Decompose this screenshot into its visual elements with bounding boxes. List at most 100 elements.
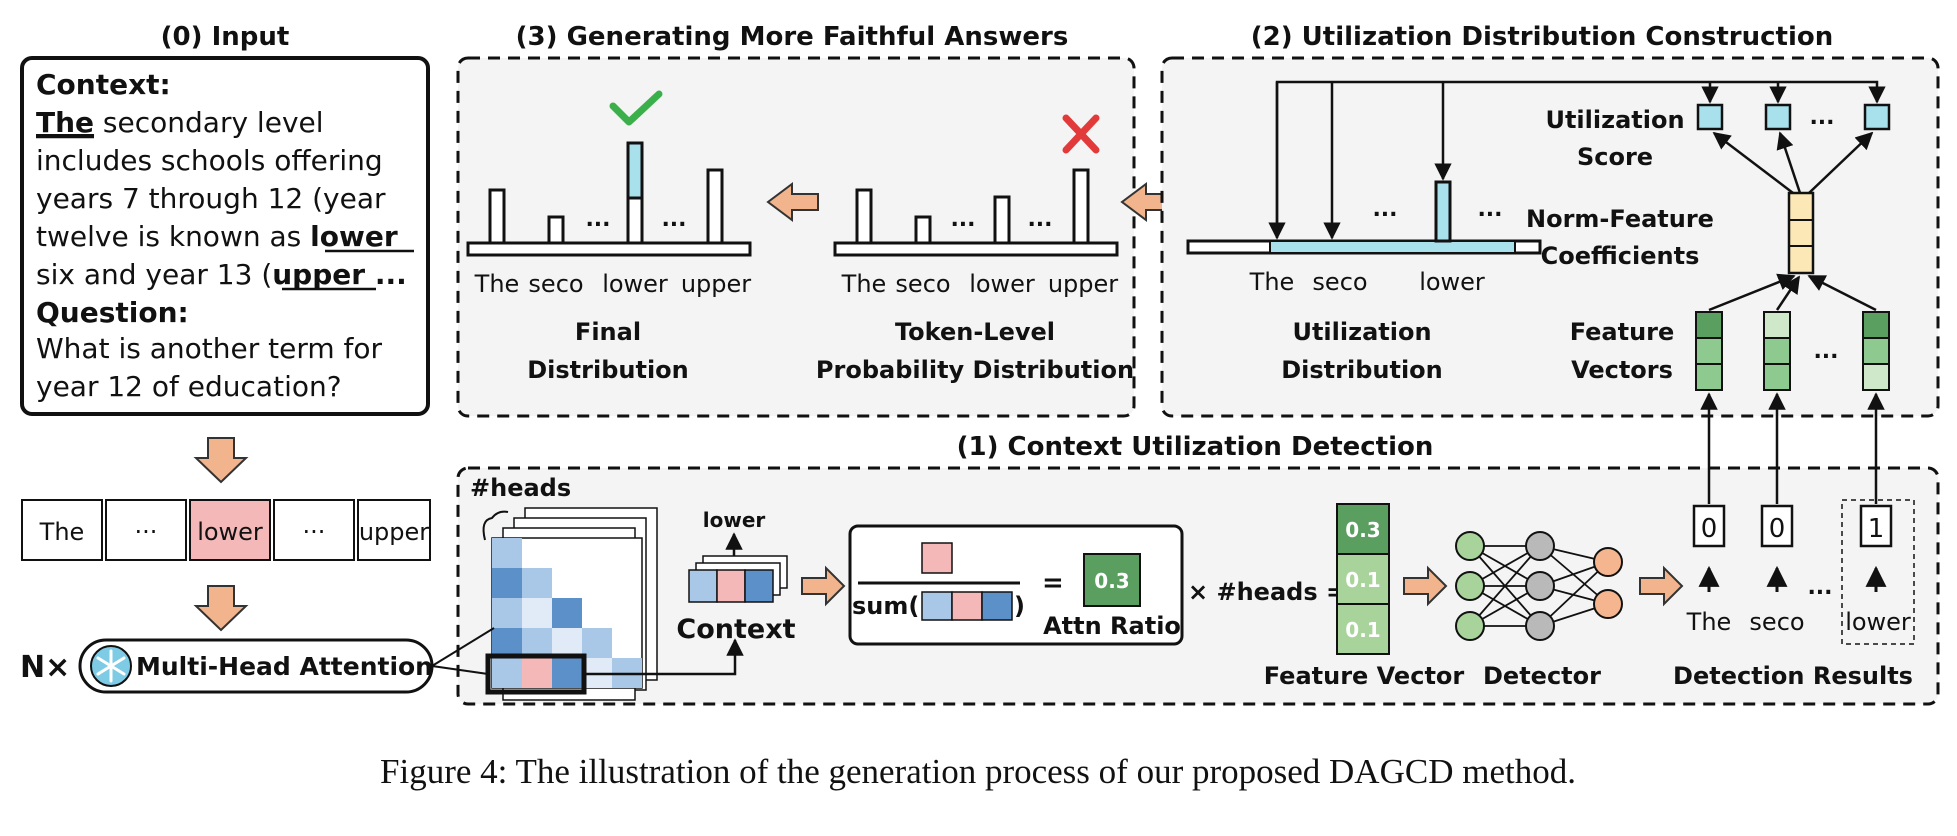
fv-arrow-2 xyxy=(1775,275,1801,311)
context-word-upper: upper xyxy=(272,258,365,291)
result-ellipsis: ... xyxy=(1807,575,1832,600)
token-level-seco: seco xyxy=(895,270,950,298)
context-word-the: The xyxy=(36,106,94,139)
final-bar-seco xyxy=(547,215,565,245)
final-baseline xyxy=(466,241,752,257)
section2-panel xyxy=(1160,56,1940,418)
result-box-2 xyxy=(1760,504,1794,548)
context-line-2: includes schools offering xyxy=(36,144,383,177)
equals-sign: = xyxy=(1042,568,1064,598)
fv-ellipsis: ... xyxy=(1813,339,1838,364)
util-label-2: Distribution xyxy=(1281,356,1443,384)
feature-vector-3 xyxy=(1862,311,1890,391)
coef-arrow-3 xyxy=(1808,131,1874,194)
context-line-5: six and year 13 (upper ... xyxy=(36,258,407,291)
question-line-2: year 12 of education? xyxy=(36,370,342,403)
feature-vector xyxy=(1336,503,1390,655)
result-highlight-box xyxy=(1841,499,1915,645)
final-bar-the xyxy=(488,188,506,245)
context-label: Context: xyxy=(36,68,171,101)
result-token-the: The xyxy=(1686,608,1732,636)
final-label-2: Distribution xyxy=(527,356,689,384)
util-token-the: The xyxy=(1249,268,1295,296)
attention-link-1 xyxy=(431,665,489,675)
token-bar-upper xyxy=(1072,168,1090,245)
detector-network xyxy=(1455,531,1623,641)
final-ellipsis-2: ... xyxy=(661,207,686,232)
result-token-lower: lower xyxy=(1845,608,1911,636)
right-arrow-icon-1 xyxy=(801,565,846,607)
context-line-5-start: six and year 13 ( xyxy=(36,258,272,291)
token-upper: upper xyxy=(359,518,429,546)
repeat-label: N× xyxy=(20,650,70,685)
util-token-seco: seco xyxy=(1312,268,1367,296)
feature-value-2: 0.1 xyxy=(1345,568,1380,592)
attention-matrix xyxy=(491,537,643,689)
final-token-seco: seco xyxy=(528,270,583,298)
numerator-cell xyxy=(921,542,953,574)
feature-vector-label: Feature Vector xyxy=(1264,662,1465,690)
question-line-1: What is another term for xyxy=(36,332,383,365)
check-icon xyxy=(609,90,663,126)
heads-label: #heads xyxy=(470,474,571,502)
final-bar-lower xyxy=(626,196,644,245)
context-line-4: twelve is known as lower xyxy=(36,220,398,253)
context-line-3: years 7 through 12 (year xyxy=(36,182,386,215)
util-label-1: Utilization xyxy=(1292,318,1431,346)
token-label-2: Probability Distribution xyxy=(816,356,1134,384)
denominator-vector xyxy=(921,591,1013,621)
detector-label: Detector xyxy=(1483,662,1601,690)
context-line-1: The secondary level xyxy=(36,106,324,139)
util-bar-lower xyxy=(1434,180,1452,243)
right-arrow-icon-3 xyxy=(1639,565,1684,607)
final-token-the: The xyxy=(474,270,520,298)
section3-title: (3) Generating More Faithful Answers xyxy=(516,22,1069,52)
token-box-the xyxy=(21,499,103,561)
right-arrow-icon-2 xyxy=(1403,565,1448,607)
token-the: The xyxy=(39,518,85,546)
row-to-context-arrow xyxy=(584,638,744,676)
fv-label-2: Vectors xyxy=(1571,356,1673,384)
left-arrow-icon xyxy=(766,182,819,222)
token-baseline xyxy=(833,241,1119,257)
context-label-1: Context xyxy=(676,614,795,645)
token-box-ellipsis-2 xyxy=(273,499,355,561)
final-ellipsis: ... xyxy=(585,207,610,232)
snowflake-icon xyxy=(90,645,132,687)
attention-link-2 xyxy=(431,627,495,667)
norm-label-1: Norm-Feature xyxy=(1526,205,1714,233)
token-box-upper xyxy=(357,499,431,561)
sum-close: ) xyxy=(1014,592,1025,620)
token-bar-seco xyxy=(914,215,932,245)
detection-results-label: Detection Results xyxy=(1673,662,1913,690)
context-word-lower: lower xyxy=(310,220,398,253)
final-bar-lower-top xyxy=(626,141,644,200)
score-ellipsis: ... xyxy=(1809,105,1834,130)
token-level-upper: upper xyxy=(1048,270,1118,298)
down-arrow-icon xyxy=(193,437,249,484)
section2-title: (2) Utilization Distribution Constructio… xyxy=(1251,22,1833,52)
lower-label: lower xyxy=(703,508,766,532)
final-label-1: Final xyxy=(575,318,641,346)
figure-caption: Figure 4: The illustration of the genera… xyxy=(380,752,1576,791)
cross-icon xyxy=(1062,114,1100,154)
final-token-lower: lower xyxy=(602,270,668,298)
feature-vector-1 xyxy=(1695,311,1723,391)
result-value-2: 0 xyxy=(1769,514,1786,544)
question-label: Question: xyxy=(36,296,189,329)
token-level-the: The xyxy=(841,270,887,298)
section0-title: (0) Input xyxy=(161,22,290,52)
section1-title: (1) Context Utilization Detection xyxy=(957,432,1434,462)
token-bar-lower xyxy=(993,195,1011,245)
section1-panel xyxy=(456,466,1940,706)
feature-value-3: 0.1 xyxy=(1345,618,1380,642)
ratio-box xyxy=(1083,553,1141,607)
util-baseline-highlight xyxy=(1269,240,1516,254)
result-token-seco: seco xyxy=(1749,608,1804,636)
times-heads: × #heads = xyxy=(1188,578,1346,606)
feature-vector-2 xyxy=(1763,311,1791,391)
token-bar-the xyxy=(855,188,873,245)
score-label-2: Score xyxy=(1577,143,1653,171)
score-box-3 xyxy=(1863,103,1891,131)
